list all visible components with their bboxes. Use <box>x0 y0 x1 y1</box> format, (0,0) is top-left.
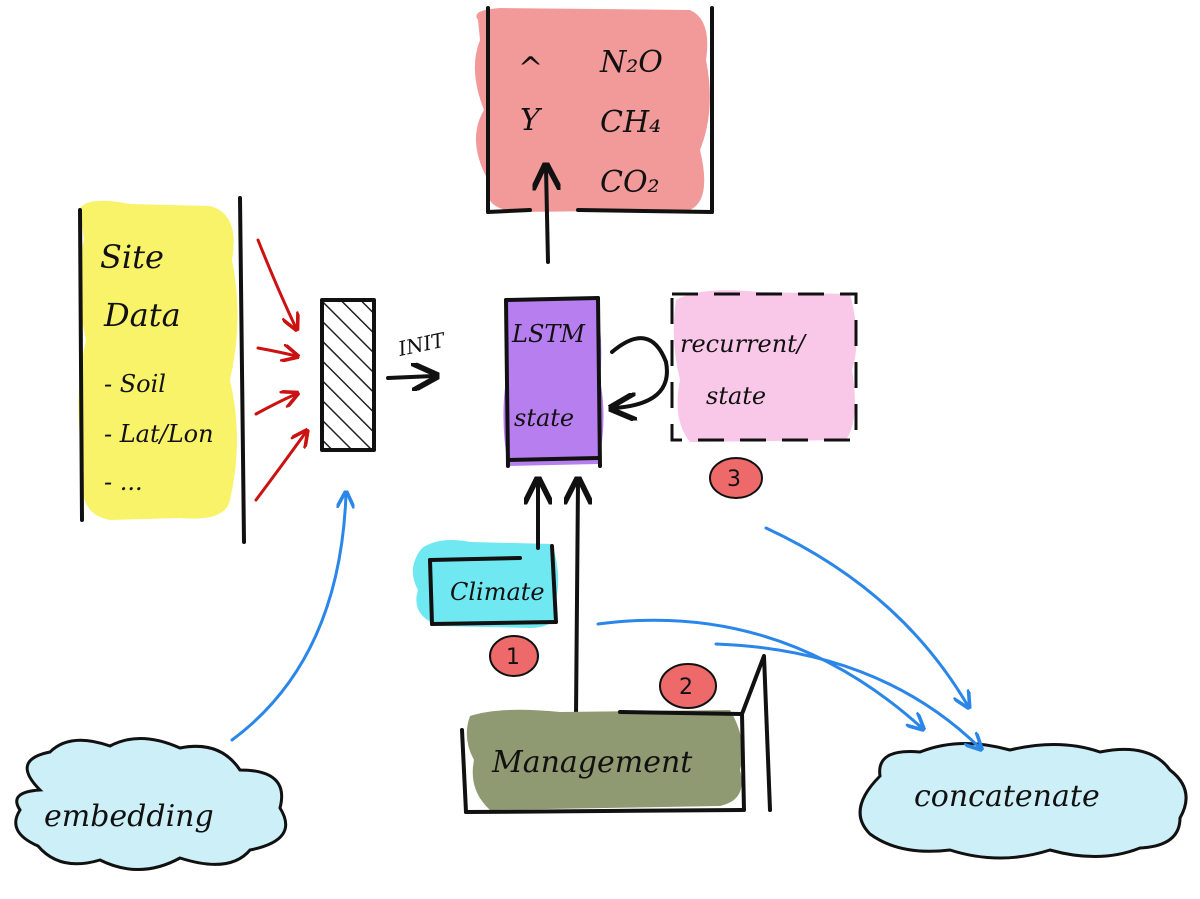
init-block: INIT <box>320 298 448 452</box>
output-hat: ^ <box>518 51 543 86</box>
gas-co2: CO₂ <box>600 165 660 200</box>
red-arrow-1 <box>256 238 296 328</box>
climate-right-border <box>550 544 558 624</box>
climate-label: Climate <box>450 578 545 606</box>
management-label: Management <box>491 745 693 780</box>
lstm-to-output-arrow <box>546 168 548 264</box>
management-to-lstm-arrow <box>576 482 578 718</box>
embedding-cloud: embedding <box>14 736 288 871</box>
init-arrow <box>386 376 434 378</box>
recurrent-highlight <box>673 290 857 442</box>
badge-2: 2 <box>659 663 717 709</box>
recurrent-dashed-outline <box>670 292 858 442</box>
lstm-label-line2: state <box>514 404 574 432</box>
concatenate-cloud: concatenate <box>858 742 1188 860</box>
site-item-latlon: - Lat/Lon <box>104 420 214 448</box>
lstm-box: LSTM state <box>503 296 604 468</box>
recurrent-label-line2: state <box>706 382 766 410</box>
site-right-border <box>238 196 246 544</box>
lstm-label-line1: LSTM <box>511 320 586 348</box>
lstm-highlight <box>503 298 604 466</box>
init-hatch <box>322 300 374 450</box>
badge-3-label: 3 <box>727 467 741 492</box>
site-item-more: - ... <box>104 468 143 496</box>
output-bottom-right <box>576 208 714 214</box>
embedding-to-init-arrow <box>230 494 346 742</box>
concatenate-label: concatenate <box>914 779 1100 814</box>
gas-n2o: N₂O <box>599 45 663 80</box>
red-arrow-2 <box>256 348 296 356</box>
lstm-right-border <box>596 296 602 468</box>
init-outline <box>320 298 376 452</box>
badge-3: 3 <box>709 457 763 499</box>
site-left-border <box>78 208 84 522</box>
site-to-init-arrows <box>254 238 306 502</box>
red-arrow-4 <box>254 432 306 502</box>
recurrent-to-concatenate-arrow <box>764 526 968 706</box>
management-highlight <box>466 709 743 810</box>
lstm-bottom-border <box>506 456 600 462</box>
init-label: INIT <box>395 327 448 361</box>
embedding-cloud-shape <box>14 736 288 871</box>
climate-to-concatenate-arrow <box>596 618 922 728</box>
output-bottom-left <box>486 208 532 214</box>
embedding-label: embedding <box>44 799 214 834</box>
output-box: ^ Y N₂O CH₄ CO₂ <box>474 6 714 214</box>
recurrent-loop-arrow <box>612 336 669 408</box>
management-top-border <box>618 710 744 716</box>
site-highlight <box>78 200 238 521</box>
management-left-border <box>460 728 468 814</box>
management-box: Management <box>460 654 772 814</box>
site-title-line1: Site <box>100 238 164 276</box>
management-3d-edge <box>740 654 772 812</box>
badge-1: 1 <box>489 635 539 677</box>
badge-1-label: 1 <box>506 645 520 670</box>
management-to-concatenate-arrow <box>714 642 980 748</box>
climate-left-border <box>428 558 434 626</box>
climate-highlight <box>412 540 559 628</box>
recurrent-label-line1: recurrent/ <box>680 330 808 358</box>
management-right-border <box>740 712 746 812</box>
climate-bottom-border <box>430 620 558 626</box>
lstm-left-border <box>504 298 510 468</box>
site-title-line2: Data <box>103 296 181 334</box>
site-data-box: Site Data - Soil - Lat/Lon - ... <box>78 196 246 544</box>
output-highlight <box>474 8 710 212</box>
output-y: Y <box>520 103 543 138</box>
recurrent-state-box: recurrent/ state <box>670 290 858 442</box>
badge-2-label: 2 <box>679 675 693 700</box>
climate-box: Climate <box>412 540 559 628</box>
climate-top-border <box>428 556 522 562</box>
site-item-soil: - Soil <box>104 370 166 398</box>
concatenate-cloud-shape <box>858 742 1188 860</box>
lstm-top-border <box>504 296 600 302</box>
management-bottom-border <box>464 808 744 814</box>
red-arrow-3 <box>254 394 296 416</box>
gas-ch4: CH₄ <box>600 105 661 140</box>
